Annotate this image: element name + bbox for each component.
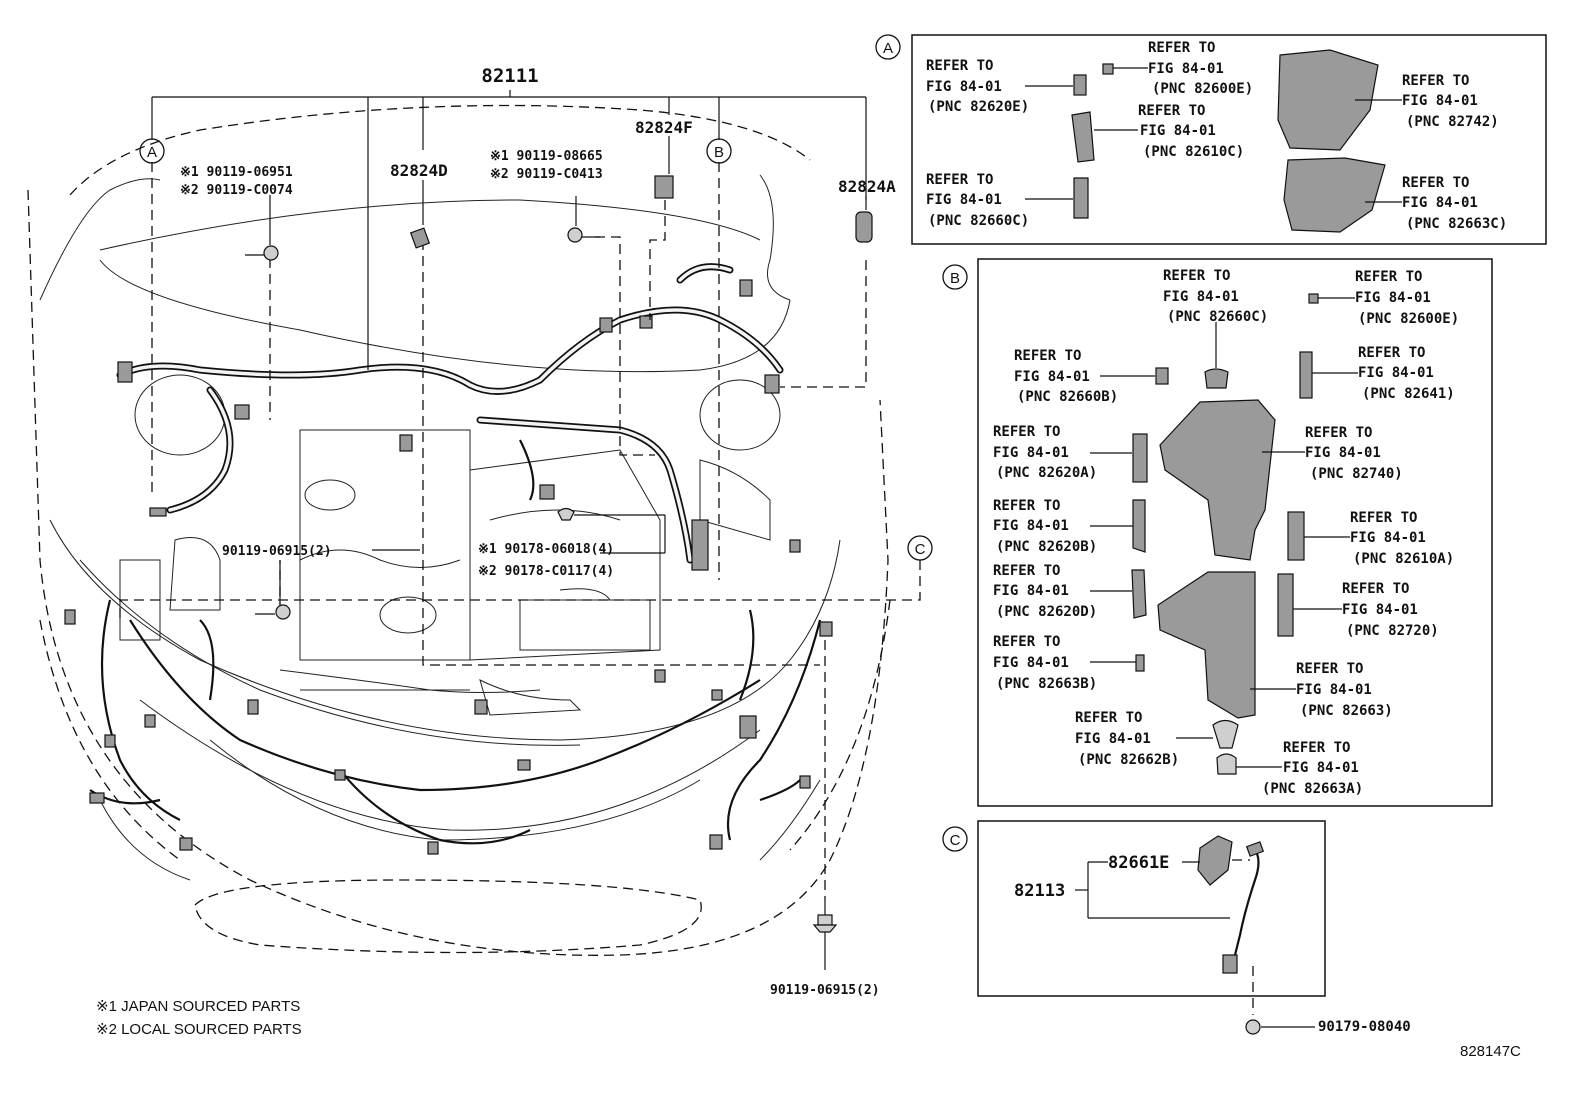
clip-japan: ※1 90178-06018(4) <box>478 542 614 557</box>
box-b-part-82600e <box>1308 293 1319 304</box>
box-b-ref-82660b: REFER TO FIG 84-01 (PNC 82660B) <box>1014 348 1118 405</box>
svg-text:A: A <box>883 40 893 57</box>
box-b-ref-82663: REFER TO FIG 84-01 (PNC 82663) <box>1296 661 1393 719</box>
bolt2-japan: ※1 90119-08665 <box>490 149 603 164</box>
box-a-ref-82620e: REFER TO FIG 84-01 (PNC 82620E) <box>926 58 1029 115</box>
box-b-ref-82663a: REFER TO FIG 84-01 (PNC 82663A) <box>1262 740 1367 797</box>
box-c-part-82661e <box>1197 835 1233 886</box>
box-b-ref-82662b: REFER TO FIG 84-01 (PNC 82662B) <box>1075 710 1179 768</box>
part-82824D: 82824D <box>390 161 448 180</box>
connector-82824F <box>654 136 674 199</box>
box-a-part-82620e <box>1073 74 1087 96</box>
detail-box-a: A REFER TO FIG 84-01 (PNC 82620E) REFER … <box>875 34 1547 245</box>
clip-90178-06018 <box>557 507 666 554</box>
bolt1-local: ※2 90119-C0074 <box>180 183 293 198</box>
bolt-90119-06951 <box>245 195 279 261</box>
bolt3-label: 90119-06915(2) <box>222 544 332 559</box>
grommet-label: 90179-08040 <box>1318 1019 1411 1035</box>
box-a-part-82610c <box>1071 111 1095 163</box>
box-b-part-82662b <box>1212 719 1239 749</box>
box-b-ref-82641: REFER TO FIG 84-01 (PNC 82641) <box>1358 345 1455 402</box>
bolt4-label: 90119-06915(2) <box>770 983 880 998</box>
connector-82824A <box>855 196 873 243</box>
harness-leader-lines <box>151 90 867 370</box>
box-b-ref-82620a: REFER TO FIG 84-01 (PNC 82620A) <box>993 424 1097 481</box>
box-a-ref-82663c: REFER TO FIG 84-01 (PNC 82663C) <box>1402 175 1507 232</box>
detail-box-b: B REFER TO FIG 84-01 <box>942 258 1493 807</box>
svg-text:C: C <box>915 541 926 558</box>
box-a-part-82600e <box>1102 63 1114 75</box>
bolt-90119-08665 <box>567 196 600 243</box>
diagram-id: 828147C <box>1460 1043 1521 1060</box>
svg-text:A: A <box>147 144 157 161</box>
bolt-90119-06915-bottom <box>812 900 838 970</box>
wire-harness-82111 <box>89 263 822 845</box>
box-b-ref-82620d: REFER TO FIG 84-01 (PNC 82620D) <box>993 563 1097 620</box>
svg-text:C: C <box>950 832 961 849</box>
box-b-part-82641 <box>1299 351 1313 399</box>
box-b-part-82610a <box>1287 511 1305 561</box>
part-82661E: 82661E <box>1108 853 1169 873</box>
detail-box-c: C 82661E 82113 90179-08040 <box>942 820 1411 1035</box>
svg-text:B: B <box>950 270 960 287</box>
box-b-part-82663 <box>1157 571 1256 719</box>
harness-part-number: 82111 <box>481 65 538 87</box>
box-b-ref-82620b: REFER TO FIG 84-01 (PNC 82620B) <box>993 498 1097 555</box>
box-a-ref-82610c: REFER TO FIG 84-01 (PNC 82610C) <box>1138 103 1244 160</box>
bolt-90119-06915-left <box>255 549 420 620</box>
box-b-part-82620d <box>1131 569 1147 619</box>
box-a-part-82663c <box>1283 157 1386 233</box>
callout-a-main: A <box>139 138 165 164</box>
box-b-ref-82660c: REFER TO FIG 84-01 (PNC 82660C) <box>1163 268 1268 325</box>
box-b-part-82660b <box>1155 367 1169 385</box>
harness-connectors <box>64 279 833 855</box>
connector-82824D <box>409 180 431 249</box>
box-b-part-82660c <box>1204 368 1229 389</box>
callout-b-main: B <box>706 138 732 164</box>
part-82824A: 82824A <box>838 177 896 196</box>
box-b-ref-82610a: REFER TO FIG 84-01 (PNC 82610A) <box>1350 510 1454 567</box>
callout-c-main: C <box>907 535 933 561</box>
bolt1-japan: ※1 90119-06951 <box>180 165 293 180</box>
footnote-japan: ※1 JAPAN SOURCED PARTS <box>96 998 300 1015</box>
svg-text:B: B <box>714 144 724 161</box>
grommet-90179-08040 <box>1245 1019 1261 1035</box>
clip-local: ※2 90178-C0117(4) <box>478 564 614 579</box>
box-b-part-82663b <box>1135 654 1145 672</box>
box-b-part-82720 <box>1277 573 1294 637</box>
box-b-part-82620a <box>1132 433 1148 483</box>
box-a-ref-82660c: REFER TO FIG 84-01 (PNC 82660C) <box>926 172 1029 229</box>
part-82113: 82113 <box>1014 881 1065 901</box>
box-a-part-82660c <box>1073 177 1089 219</box>
box-a-part-82742 <box>1277 49 1379 151</box>
footnote-local: ※2 LOCAL SOURCED PARTS <box>96 1021 302 1038</box>
box-a-ref-82600e: REFER TO FIG 84-01 (PNC 82600E) <box>1148 40 1253 97</box>
engine-block <box>119 429 771 716</box>
box-b-ref-82663b: REFER TO FIG 84-01 (PNC 82663B) <box>993 634 1097 692</box>
box-a-ref-82742: REFER TO FIG 84-01 (PNC 82742) <box>1402 73 1499 130</box>
part-82824F: 82824F <box>635 118 693 137</box>
box-b-ref-82740: REFER TO FIG 84-01 (PNC 82740) <box>1305 425 1403 482</box>
vehicle-body-outline <box>27 104 891 956</box>
bolt2-local: ※2 90119-C0413 <box>490 167 603 182</box>
dashed-leader-lines <box>119 162 921 900</box>
box-b-part-82740 <box>1159 399 1276 561</box>
box-b-ref-82720: REFER TO FIG 84-01 (PNC 82720) <box>1342 581 1439 639</box>
box-b-part-82663a <box>1216 753 1237 775</box>
box-b-ref-82600e: REFER TO FIG 84-01 (PNC 82600E) <box>1355 269 1459 327</box>
box-b-part-82620b <box>1132 499 1146 553</box>
